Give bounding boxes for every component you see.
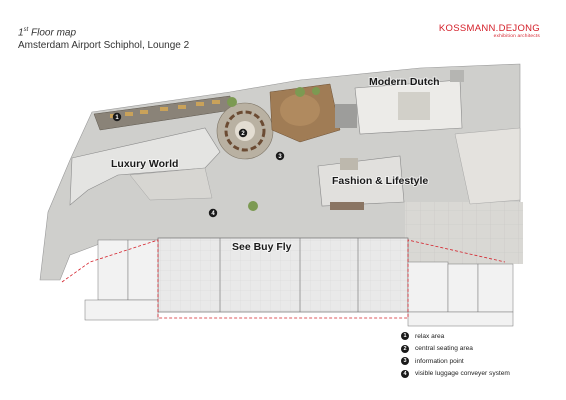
legend-item: 4 visible luggage conveyer system (401, 368, 510, 381)
floor-ordinal: st (23, 27, 29, 33)
marker-luggage-conveyer: 4 (208, 208, 218, 218)
legend-number: 1 (401, 332, 409, 341)
legend-item: 3 information point (401, 355, 510, 368)
marker-central-seating: 2 (238, 128, 248, 138)
marker-luggage-conveyer-number: 4 (211, 211, 215, 217)
legend-number: 2 (401, 344, 409, 353)
luxury-world-counter (129, 167, 213, 201)
floor-title-text: Floor map (28, 27, 77, 39)
marker-relax-area-number: 1 (115, 115, 119, 121)
see-buy-fly-area (157, 237, 409, 313)
lower-left-rooms (84, 239, 159, 321)
brand-logo: KOSSMANN.DEJONG exhibition architects (439, 23, 540, 40)
fashion-display (340, 158, 358, 170)
marker-information-point-number: 3 (278, 154, 282, 160)
map-legend: 1 relax area 2 central seating area 3 in… (401, 330, 510, 380)
wooden-deck (269, 83, 341, 143)
service-block (450, 70, 464, 82)
legend-label: relax area (415, 332, 445, 340)
legend-number: 4 (401, 369, 409, 378)
brand-name: KOSSMANN.DEJONG (438, 23, 540, 34)
legend-label: central seating area (415, 345, 473, 353)
legend-number: 3 (401, 357, 409, 366)
floor-title: 1st Floor map (18, 24, 189, 39)
legend-item: 1 relax area (401, 330, 510, 343)
brand-tagline: exhibition architects (493, 34, 540, 39)
zone-label-fashion-lifestyle: Fashion & Lifestyle (332, 175, 428, 187)
legend-label: visible luggage conveyer system (415, 370, 510, 378)
fashion-counter (330, 202, 364, 210)
modern-dutch-booth (398, 92, 430, 120)
floor-number: 1 (18, 27, 24, 39)
modern-dutch-kiosk (335, 104, 357, 128)
right-grid-floor (405, 202, 523, 264)
fashion-lifestyle-area (317, 155, 405, 207)
fashion-wing (454, 127, 521, 205)
lower-right-rooms (407, 261, 514, 327)
legend-label: information point (415, 357, 464, 365)
marker-relax-area: 1 (112, 112, 122, 122)
zone-label-modern-dutch: Modern Dutch (369, 76, 440, 88)
zone-label-luxury-world: Luxury World (111, 158, 178, 170)
marker-information-point: 3 (275, 151, 285, 161)
location-subtitle: Amsterdam Airport Schiphol, Lounge 2 (18, 40, 190, 52)
zone-label-see-buy-fly: See Buy Fly (232, 241, 292, 253)
legend-item: 2 central seating area (401, 343, 510, 356)
luxury-world-area (69, 127, 221, 206)
map-header: 1st Floor map Amsterdam Airport Schiphol… (18, 24, 189, 52)
fire-escape-route (61, 239, 506, 319)
marker-central-seating-number: 2 (241, 131, 245, 137)
